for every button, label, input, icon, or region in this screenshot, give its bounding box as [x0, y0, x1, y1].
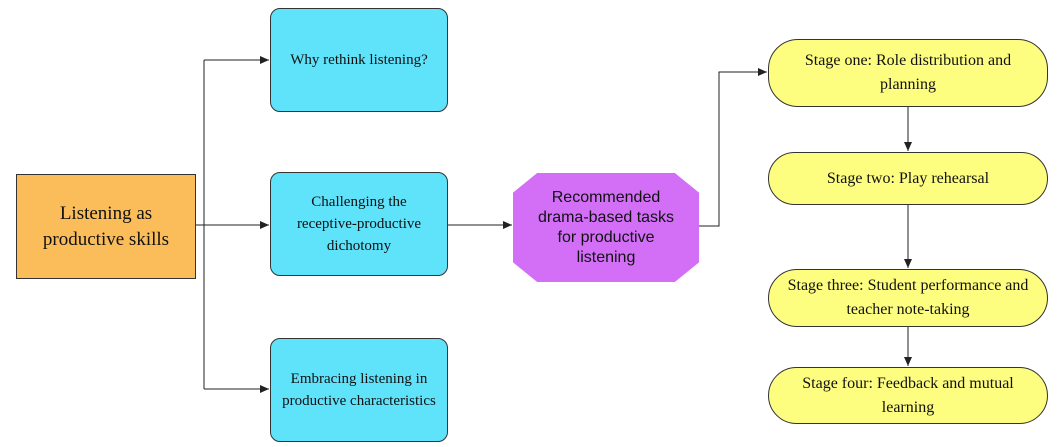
hub-label: Recommended drama-based tasks for produc…	[537, 188, 675, 266]
stage-node-four: Stage four: Feedback and mutual learning	[768, 367, 1048, 424]
hub-node-drama-tasks: Recommended drama-based tasks for produc…	[513, 173, 699, 282]
stage-node-two: Stage two: Play rehearsal	[768, 152, 1048, 205]
theme-label: Embracing listening in productive charac…	[282, 371, 436, 409]
theme-node-dichotomy: Challenging the receptive-productive dic…	[270, 172, 448, 276]
stage-label: Stage three: Student performance and tea…	[787, 277, 1029, 318]
theme-node-embracing: Embracing listening in productive charac…	[270, 338, 448, 442]
root-label: Listening as productive skills	[42, 202, 170, 250]
theme-node-why-rethink: Why rethink listening?	[270, 8, 448, 112]
theme-label: Challenging the receptive-productive dic…	[296, 194, 422, 254]
stage-label: Stage one: Role distribution and plannin…	[804, 52, 1012, 93]
stage-node-three: Stage three: Student performance and tea…	[768, 269, 1048, 327]
stage-node-one: Stage one: Role distribution and plannin…	[768, 39, 1048, 107]
arrow-hub-to-stage-1	[699, 68, 767, 227]
root-node: Listening as productive skills	[16, 174, 196, 279]
theme-label: Why rethink listening?	[290, 52, 428, 68]
stage-label: Stage four: Feedback and mutual learning	[802, 374, 1014, 416]
stage-label: Stage two: Play rehearsal	[826, 169, 990, 187]
